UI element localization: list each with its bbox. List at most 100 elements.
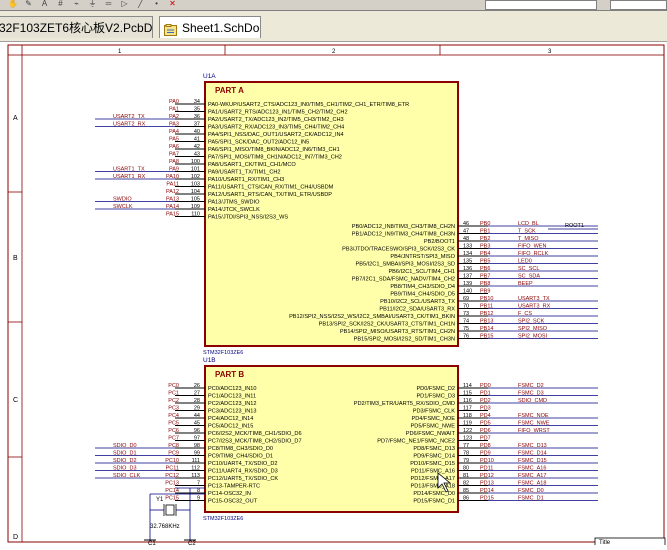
partB-pin-PD1-function: PD1/FSMC_D3 (416, 394, 455, 400)
partB-net-PC15: PC15 (165, 496, 179, 502)
partA-pin-PA0-function: PA0-WKUP/USART2_CTS/ADC123_IN0/TIM5_CH1/… (208, 102, 409, 108)
partA-net-PA12: PA12 (166, 189, 179, 195)
partA-pin-PB10-number: 69 (463, 296, 469, 302)
partA-net-PB2: PB2 (480, 236, 490, 242)
partB-pin-PD15-function: PD15/FSMC_D1 (413, 499, 455, 505)
power-icon[interactable]: ⏚ (88, 0, 97, 8)
partA-pin-PA4-number: 40 (194, 129, 200, 135)
partA-pin-PA13-number: 105 (191, 197, 200, 203)
partA-comment: STM32F103ZE6 (203, 350, 243, 356)
partA-net-PA4: PA4 (169, 129, 179, 135)
crystal-value: 32.768KHz (150, 524, 180, 530)
partA-pin-PB15-number: 76 (463, 334, 469, 340)
tab-pcbdoc[interactable]: 32F103ZET6核心板V2.PcbDoc (0, 16, 153, 38)
toolbar-combo[interactable] (485, 0, 597, 10)
partB-netlabel-FSMC_D3: FSMC_D3 (518, 391, 544, 397)
partA-netlabel-SC_SCL: SC_SCL (518, 266, 539, 272)
text-icon[interactable]: A (41, 0, 48, 8)
partB-pin-PD3-function: PD3/FSMC_CLK (413, 409, 456, 415)
ruler-row-label: C (13, 397, 18, 404)
partA-pin-PB6-function: PB6/I2C1_SCL/TIM4_CH1 (388, 269, 455, 275)
wire-icon[interactable]: ╱ (138, 0, 143, 8)
partA-netlabel-SWDIO: SWDIO (113, 197, 132, 203)
partB-pin-PD12-function: PD12/FSMC_A17 (411, 476, 455, 482)
junction-icon[interactable]: • (155, 0, 158, 8)
partA-pin-PA4-function: PA4/SPI1_NSS/DAC_OUT1/USART2_CK/ADC12_IN… (208, 132, 344, 138)
partB-body[interactable] (204, 365, 459, 513)
title-block-label: Title (599, 540, 611, 545)
partB-pin-PC11-function: PC11/UART4_RX/SDIO_D3 (208, 469, 278, 475)
partA-netlabel-T_SCK: T_SCK (518, 229, 536, 235)
partB-pin-PD8-number: 77 (463, 443, 469, 449)
grid-icon[interactable]: # (58, 0, 63, 8)
net-icon[interactable]: ⌁ (74, 0, 79, 8)
partB-pin-PC8-number: 98 (194, 443, 200, 449)
partB-netlabel-SDIO_D1: SDIO_D1 (113, 451, 137, 457)
partA-pin-PB7-number: 137 (463, 274, 472, 280)
partB-netlabel-FSMC_A16: FSMC_A16 (518, 466, 546, 472)
top-ruler (21, 44, 665, 56)
partB-netlabel-SDIO_D3: SDIO_D3 (113, 466, 137, 472)
partB-net-PC4: PC4 (168, 413, 179, 419)
partA-net-PB9: PB9 (480, 289, 490, 295)
ruler-col-label: 2 (332, 49, 336, 55)
partB-pin-PD4-function: PD4/FSMC_NOE (411, 416, 455, 422)
partB-pin-PD9-function: PD9/FSMC_D14 (413, 454, 455, 460)
port-icon[interactable]: ▷ (121, 0, 128, 8)
document-tab-bar: 32F103ZET6核心板V2.PcbDoc Sheet1.SchDoc (0, 11, 667, 42)
partB-pin-PD2-number: 116 (463, 398, 472, 404)
partA-net-PB4: PB4 (480, 251, 490, 257)
pencil-icon[interactable]: ✎ (25, 0, 32, 8)
crystal-body[interactable] (165, 504, 175, 516)
partA-pin-PB12-function: PB12/SPI2_NSS/I2S2_WS/I2C2_SMBAI/USART3_… (289, 314, 455, 320)
partA-pin-PA6-function: PA6/SPI1_MISO/TIM8_BKIN/ADC12_IN6/TIM3_C… (208, 147, 340, 153)
toolbar-combo-2[interactable] (610, 0, 667, 10)
partB-pin-PD7-function: PD7/FSMC_NE1/FSMC_NCE2 (377, 439, 455, 445)
partB-pin-PC0-number: 26 (194, 383, 200, 389)
partA-net-PB12: PB12 (480, 311, 493, 317)
partB-netlabel-FSMC_D13: FSMC_D13 (518, 443, 547, 449)
partA-pin-PA11-function: PA11/USART1_CTS/CAN_RX/TIM1_CH4/USBDM (208, 185, 334, 191)
partA-net-PA1: PA1 (169, 107, 179, 113)
partB-pin-PD3-number: 117 (463, 406, 472, 412)
partA-pin-PA7-function: PA7/SPI1_MOSI/TIM8_CH1N/ADC12_IN7/TIM3_C… (208, 155, 342, 161)
ruler-row-label: B (13, 255, 18, 262)
partA-net-PA2: PA2 (169, 114, 179, 120)
partA-pin-PB0-number: 46 (463, 221, 469, 227)
x-icon[interactable]: ✕ (169, 0, 176, 8)
partA-pin-PA9-number: 101 (191, 167, 200, 173)
partA-pin-PB1-function: PB1/ADC12_IN9/TIM3_CH4/TIM8_CH3N (352, 232, 455, 238)
bus-icon[interactable]: ═ (105, 0, 112, 8)
partB-pin-PD13-number: 82 (463, 481, 469, 487)
partB-net-PC11: PC11 (166, 466, 179, 472)
partB-pin-PD5-number: 119 (463, 421, 472, 427)
partB-net-PD3: PD3 (480, 406, 491, 412)
partB-net-PD0: PD0 (480, 383, 491, 389)
partB-net-PD8: PD8 (480, 443, 491, 449)
hand-icon[interactable]: ✋ (8, 0, 18, 8)
partB-net-PC0: PC0 (168, 383, 179, 389)
partB-pin-PC1-number: 27 (194, 391, 200, 397)
ruler-row-label: A (13, 115, 18, 122)
partA-pin-PB11-function: PB11/I2C2_SDA/USART3_RX (379, 307, 455, 313)
partA-pin-PA8-number: 100 (191, 159, 200, 165)
partB-net-PC10: PC10 (165, 458, 179, 464)
partA-pin-PB11-number: 70 (463, 304, 469, 310)
partA-pin-PB9-function: PB9/TIM4_CH4/SDIO_D5 (390, 292, 455, 298)
partA-pin-PA3-function: PA3/USART2_RX/ADC123_IN3/TIM5_CH4/TIM2_C… (208, 125, 344, 131)
partB-netlabel-FSMC_D2: FSMC_D2 (518, 383, 544, 389)
tab-schdoc[interactable]: Sheet1.SchDoc (159, 16, 261, 38)
partB-netlabel-FSMC_NWE: FSMC_NWE (518, 421, 550, 427)
partB-pin-PC15-number: 9 (197, 496, 200, 502)
partB-pin-PD14-function: PD14/FSMC_D0 (413, 491, 455, 497)
partA-pin-PB13-number: 74 (463, 319, 469, 325)
partB-pin-PC4-number: 44 (194, 413, 200, 419)
partB-net-PD12: PD12 (480, 473, 494, 479)
toolbar: ✋ ✎ A # ⌁ ⏚ ═ ▷ ╱ • ✕ (0, 0, 667, 11)
partA-pin-PA15-number: 110 (191, 212, 200, 218)
partA-body[interactable] (204, 81, 459, 347)
partA-netlabel-SPI2_MOSI: SPI2_MOSI (518, 334, 548, 340)
partA-netlabel-USART1_RX: USART1_RX (113, 174, 146, 180)
